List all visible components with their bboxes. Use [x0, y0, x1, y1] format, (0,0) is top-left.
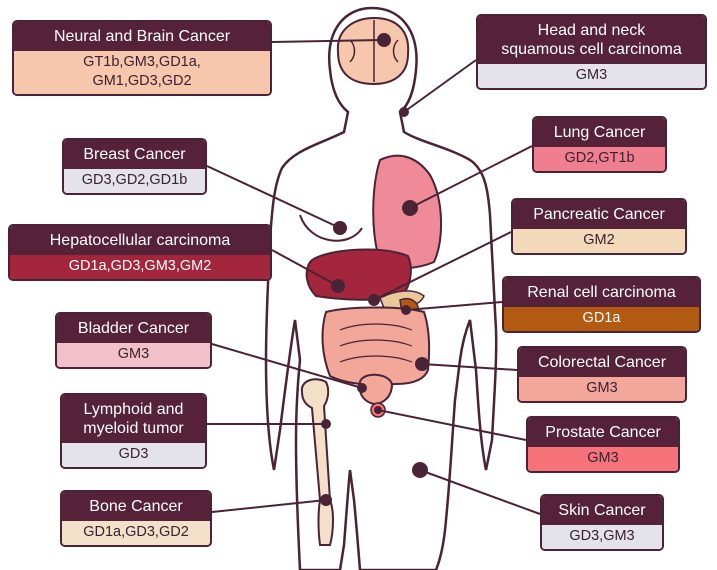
ganglioside-list: GD3,GD2,GD1b — [64, 169, 205, 193]
ganglioside-list: GD3,GM3 — [542, 525, 662, 549]
cancer-type-label: Breast Cancer — [64, 140, 205, 169]
cancer-type-label: Bladder Cancer — [57, 314, 210, 343]
leader-neural-brain — [271, 39, 385, 43]
leader-renal — [405, 301, 503, 311]
cancer-type-label: Bone Cancer — [62, 492, 210, 521]
leader-bladder — [211, 343, 363, 389]
ganglioside-list: GM3 — [478, 64, 705, 88]
brain — [336, 16, 410, 86]
ganglioside-list: GT1b,GM3,GD1a, GM1,GD3,GD2 — [14, 51, 270, 94]
ganglioside-list: GM3 — [519, 377, 685, 401]
ganglioside-list: GD2,GT1b — [534, 147, 665, 171]
leader-prostate — [377, 409, 527, 441]
cancer-type-label: Head and neck squamous cell carcinoma — [478, 16, 705, 64]
ganglioside-list: GM2 — [513, 229, 685, 253]
cancer-type-label: Lung Cancer — [534, 118, 665, 147]
leader-colorectal — [421, 363, 518, 371]
leader-breast — [206, 165, 341, 229]
ganglioside-list: GD1a — [504, 307, 699, 331]
leader-pancreatic — [373, 231, 512, 301]
ganglioside-list: GM3 — [528, 447, 678, 471]
intestine — [321, 306, 431, 386]
ganglioside-list: GD3 — [62, 443, 205, 467]
cancer-type-label: Skin Cancer — [542, 496, 662, 525]
breast-contour — [299, 214, 363, 242]
cancer-type-label: Hepatocellular carcinoma — [10, 226, 270, 255]
ganglioside-list: GD1a,GD3,GD2 — [62, 521, 210, 545]
ganglioside-list: GD1a,GD3,GM3,GM2 — [10, 255, 270, 279]
cancer-type-label: Pancreatic Cancer — [513, 200, 685, 229]
cancer-type-label: Lymphoid and myeloid tumor — [62, 395, 205, 443]
bladder — [358, 373, 394, 406]
cancer-type-label: Colorectal Cancer — [519, 348, 685, 377]
cancer-type-label: Renal cell carcinoma — [504, 278, 699, 307]
cancer-type-label: Prostate Cancer — [528, 418, 678, 447]
leader-head-neck — [403, 59, 477, 113]
ganglioside-list: GM3 — [57, 343, 210, 367]
leader-hepatocellular — [271, 249, 339, 287]
leader-lung — [409, 145, 533, 209]
cancer-type-label: Neural and Brain Cancer — [14, 22, 270, 51]
leader-skin — [419, 469, 541, 515]
leader-bone — [211, 499, 327, 513]
